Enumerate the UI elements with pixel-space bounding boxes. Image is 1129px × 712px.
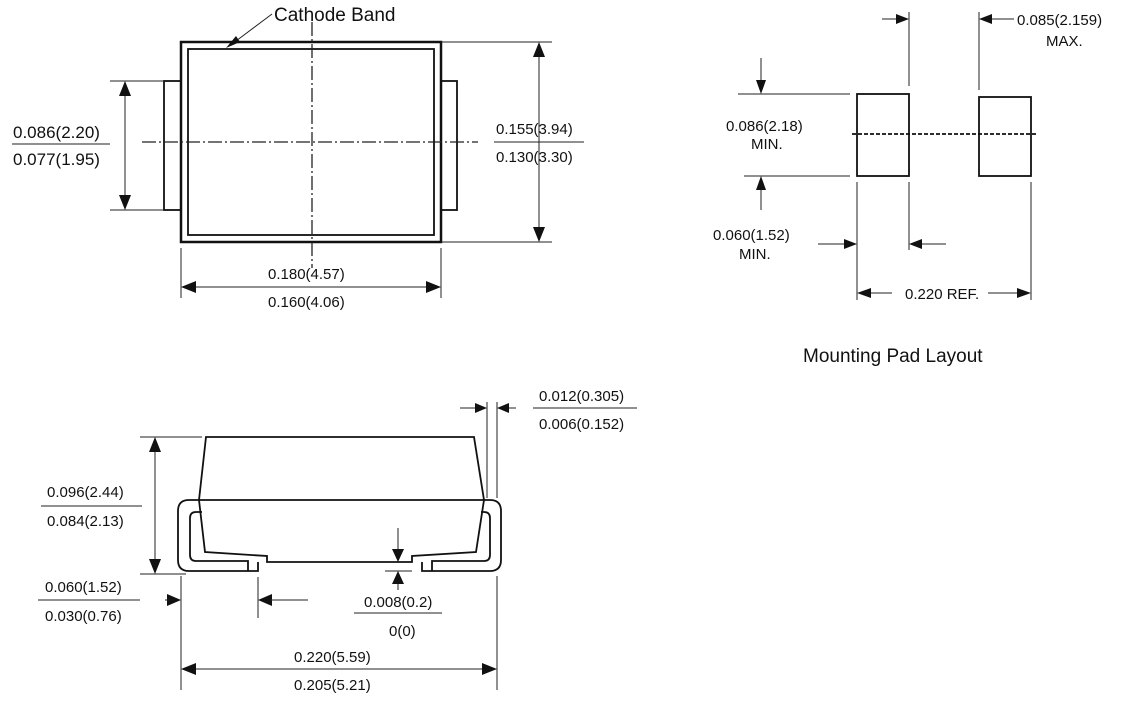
height-arrow-up — [119, 81, 131, 96]
width-arrow-right — [426, 281, 441, 293]
length-max-text: 0.155(3.94) — [496, 121, 573, 138]
pad-height-value: 0.086(2.18) — [726, 118, 803, 135]
height-max-text: 0.086(2.20) — [13, 123, 100, 142]
lead-thk-max-text: 0.012(0.305) — [539, 388, 624, 405]
left-pad — [856, 93, 910, 177]
lead-len-arrow-right — [258, 594, 272, 606]
width-arrow-left — [181, 281, 196, 293]
pitch-arrow-left — [857, 288, 871, 298]
width-max-text: 0.180(4.57) — [268, 266, 345, 283]
height-min-text: 0.077(1.95) — [13, 150, 100, 169]
side-body — [198, 436, 485, 563]
side-view: 0.012(0.305) 0.006(0.152) 0.096(2.44) 0.… — [38, 388, 637, 694]
lead-len-arrow-left — [167, 594, 181, 606]
pad-gap-value: 0.085(2.159) — [1017, 12, 1102, 29]
length-arrow-down — [533, 227, 545, 242]
left-lead — [163, 80, 182, 211]
pad-width-note: MIN. — [739, 246, 771, 263]
pad-w-arrow-right — [909, 239, 922, 249]
side-h-arrow-up — [149, 437, 161, 452]
pad-h-arrow-bottom — [756, 176, 766, 190]
left-lead-inner — [189, 511, 249, 571]
length-arrow-up — [533, 42, 545, 57]
lead-thk-arrow-left — [475, 403, 487, 413]
lead-len-max-text: 0.060(1.52) — [45, 579, 122, 596]
mounting-pad-title: Mounting Pad Layout — [803, 346, 983, 367]
standoff-arrow-bottom — [392, 571, 404, 584]
left-lead-outer — [177, 499, 259, 572]
width-min-text: 0.160(4.06) — [268, 294, 345, 311]
side-h-min-text: 0.084(2.13) — [47, 513, 124, 530]
pitch-arrow-right — [1017, 288, 1031, 298]
right-lead-inner — [431, 511, 491, 571]
lead-thk-arrow-right — [497, 403, 509, 413]
lead-thk-min-text: 0.006(0.152) — [539, 416, 624, 433]
pad-h-arrow-top — [756, 80, 766, 94]
pad-width-value: 0.060(1.52) — [713, 227, 790, 244]
pad-w-arrow-left — [844, 239, 857, 249]
pad-height-note: MIN. — [751, 136, 783, 153]
cathode-band-label: Cathode Band — [274, 5, 396, 26]
gap-arrow-left — [896, 14, 909, 24]
standoff-arrow-top — [392, 549, 404, 562]
mounting-pad-layout: 0.085(2.159) MAX. 0.086(2.18) MIN. 0.060… — [713, 12, 1102, 367]
overall-arrow-right — [482, 663, 497, 675]
side-h-arrow-down — [149, 559, 161, 574]
side-h-max-text: 0.096(2.44) — [47, 484, 124, 501]
pad-gap-note: MAX. — [1046, 33, 1083, 50]
right-lead-outer — [421, 499, 502, 572]
right-pad — [978, 96, 1032, 177]
overall-arrow-left — [181, 663, 196, 675]
lead-len-min-text: 0.030(0.76) — [45, 608, 122, 625]
standoff-max-text: 0.008(0.2) — [364, 594, 432, 611]
overall-max-text: 0.220(5.59) — [294, 649, 371, 666]
gap-arrow-right — [979, 14, 992, 24]
cathode-leader — [231, 13, 273, 45]
pitch-text: 0.220 REF. — [905, 286, 979, 303]
right-lead — [440, 80, 458, 211]
length-min-text: 0.130(3.30) — [496, 149, 573, 166]
standoff-min-text: 0(0) — [389, 623, 416, 640]
cathode-leader-arrow — [226, 36, 240, 48]
height-arrow-down — [119, 195, 131, 210]
top-view: Cathode Band 0.086(2.20) 0.077(1.95) 0.1… — [12, 5, 584, 311]
overall-min-text: 0.205(5.21) — [294, 677, 371, 694]
